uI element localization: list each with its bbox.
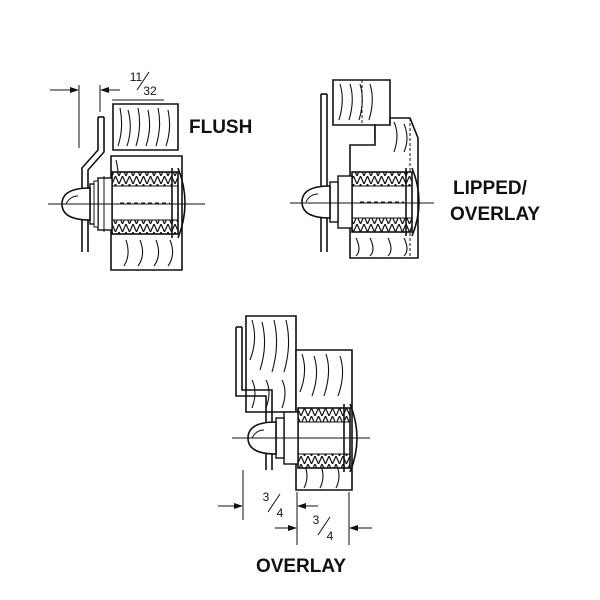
lipped-label-line-1: LIPPED/: [453, 178, 528, 199]
flush-lock-body: [61, 167, 186, 239]
overlay-dimension-a: 3 4: [218, 470, 318, 545]
flush-label: FLUSH: [189, 117, 252, 138]
flush-frame-wood: [112, 103, 179, 151]
overlay-frame-wood: [245, 315, 297, 413]
overlay-dim-b-numerator: 3: [313, 513, 320, 527]
overlay-dim-a-numerator: 3: [263, 490, 270, 504]
flush-dimension: 11 32: [50, 70, 164, 148]
overlay-diagram: 3 4 3 4 OVERLAY: [218, 315, 372, 577]
lipped-overlay-diagram: LIPPED/ OVERLAY: [290, 79, 540, 259]
lipped-cam-arm: [320, 93, 328, 252]
overlay-dim-b-denominator: 4: [327, 529, 334, 543]
flush-diagram: 11 32: [48, 70, 252, 271]
lipped-lock-body: [301, 167, 420, 237]
overlay-label: OVERLAY: [256, 556, 346, 577]
overlay-dimension-b: 3 4: [275, 492, 372, 545]
overlay-dim-a-denominator: 4: [277, 506, 284, 520]
lipped-label-line-2: OVERLAY: [450, 204, 540, 225]
flush-dim-denominator: 32: [143, 84, 157, 98]
flush-dim-numerator: 11: [130, 70, 143, 84]
